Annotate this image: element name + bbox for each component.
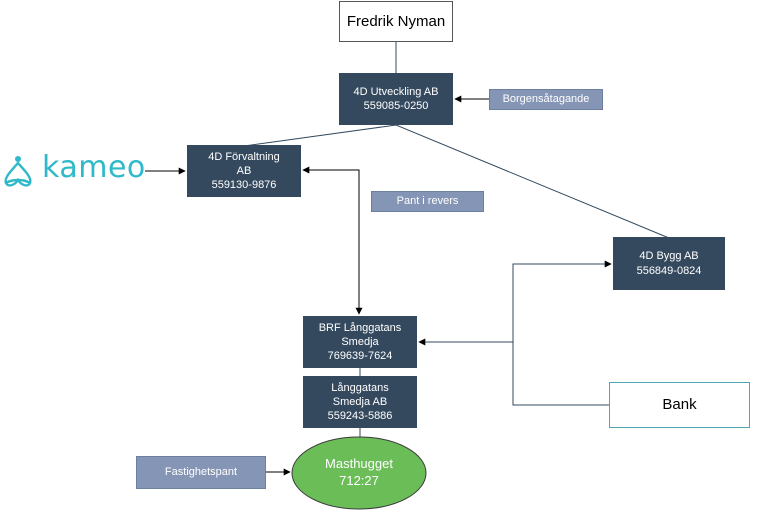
bank-to-bygg-arrow (512, 260, 612, 342)
bank-to-brf-arrow (418, 338, 609, 406)
forvaltning-orgnr: 559130-9876 (211, 179, 277, 192)
smedja-ab-name-cont: Smedja AB (332, 395, 388, 408)
utveckling-name: 4D Utveckling AB (353, 85, 439, 98)
mortgage-label: Fastighetspant (136, 456, 266, 489)
forvaltning-name: 4D Förvaltning (208, 150, 280, 163)
property-id: 712:27 (339, 473, 379, 488)
forvaltning-node: 4D Förvaltning AB 559130-9876 (187, 145, 301, 197)
property-ellipse (291, 436, 427, 510)
pledge-text: Pant i revers (396, 195, 459, 208)
guarantee-text: Borgensåtagande (502, 93, 590, 106)
brf-name-cont: Smedja (341, 335, 379, 348)
guarantee-label: Borgensåtagande (489, 89, 603, 110)
bygg-name: 4D Bygg AB (639, 250, 699, 263)
bank-node: Bank (609, 382, 750, 428)
bygg-orgnr: 556849-0824 (636, 264, 702, 277)
forvaltning-suffix: AB (236, 164, 252, 177)
smedja-ab-name: Långgatans (331, 381, 389, 394)
kameo-logo-icon (4, 156, 32, 187)
owner-name: Fredrik Nyman (346, 12, 446, 30)
kameo-logo-text: kameo (42, 150, 146, 185)
brf-node: BRF Långgatans Smedja 769639-7624 (303, 316, 417, 368)
bygg-node: 4D Bygg AB 556849-0824 (613, 237, 725, 290)
owner-node: Fredrik Nyman (339, 1, 453, 42)
utveckling-to-bygg-line (395, 124, 670, 239)
smedja-ab-orgnr: 559243-5886 (327, 410, 393, 423)
utveckling-node: 4D Utveckling AB 559085-0250 (339, 73, 453, 125)
utveckling-orgnr: 559085-0250 (363, 100, 429, 112)
utveckling-to-forvaltning-line (243, 124, 397, 147)
brf-orgnr: 769639-7624 (327, 350, 393, 363)
mortgage-text: Fastighetspant (164, 466, 238, 479)
property-name: Masthugget (325, 456, 393, 472)
pledge-label: Pant i revers (371, 191, 484, 212)
pledge-double-arrow (302, 166, 363, 315)
property-node: Masthugget 712:27 (292, 437, 426, 509)
brf-name: BRF Långgatans (318, 321, 402, 334)
bank-name: Bank (662, 396, 697, 414)
smedja-ab-node: Långgatans Smedja AB 559243-5886 (303, 376, 417, 428)
